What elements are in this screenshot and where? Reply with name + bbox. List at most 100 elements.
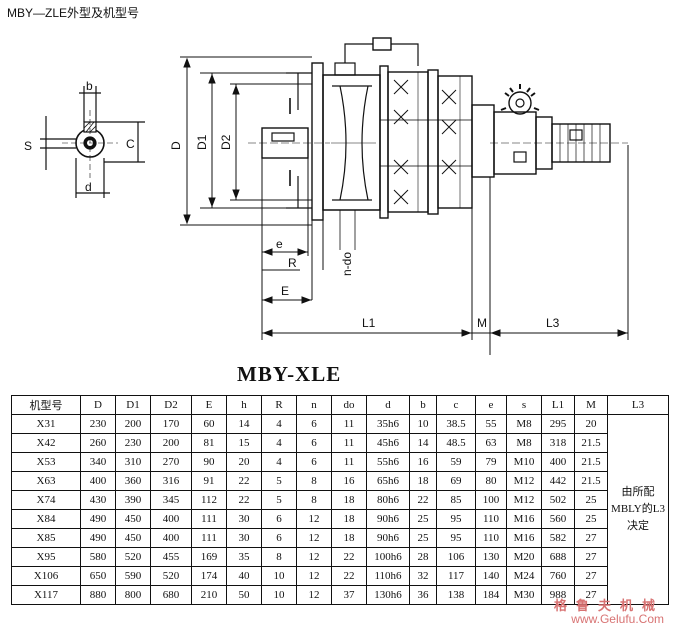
table-cell: X31 <box>11 414 81 434</box>
table-cell: 30 <box>226 528 262 548</box>
table-cell: 14 <box>226 414 262 434</box>
shaft-end-view <box>40 86 145 198</box>
table-cell: 6 <box>261 509 297 529</box>
table-cell: 6 <box>296 414 332 434</box>
table-cell: 38.5 <box>436 414 476 434</box>
table-cell: 400 <box>541 452 575 472</box>
table-cell: 490 <box>80 528 116 548</box>
table-cell: 12 <box>296 547 332 567</box>
table-cell: 27 <box>574 528 608 548</box>
table-cell: 18 <box>331 490 367 510</box>
table-cell: 95 <box>436 509 476 529</box>
label-R: R <box>288 256 297 270</box>
table-cell: X53 <box>11 452 81 472</box>
table-cell: X85 <box>11 528 81 548</box>
table-cell: 11 <box>331 452 367 472</box>
table-cell: X95 <box>11 547 81 567</box>
label-c: C <box>126 137 135 151</box>
table-cell: M8 <box>506 414 542 434</box>
column-header: L1 <box>541 395 575 415</box>
column-header: h <box>226 395 262 415</box>
table-cell: 130h6 <box>366 585 410 605</box>
table-cell: M16 <box>506 528 542 548</box>
label-b: b <box>86 79 93 93</box>
column-header: d <box>366 395 410 415</box>
table-cell: 4 <box>261 414 297 434</box>
table-cell: 10 <box>261 566 297 586</box>
table-cell: 32 <box>409 566 437 586</box>
table-cell: 90h6 <box>366 528 410 548</box>
column-header: e <box>475 395 507 415</box>
wiring-box <box>334 37 419 76</box>
table-cell: 59 <box>436 452 476 472</box>
vertical-dimensions <box>180 56 312 226</box>
table-cell: 8 <box>261 547 297 567</box>
table-cell: 310 <box>115 452 151 472</box>
table-cell: 800 <box>115 585 151 605</box>
table-cell: 45h6 <box>366 433 410 453</box>
table-cell: 455 <box>150 547 192 567</box>
table-cell: 22 <box>409 490 437 510</box>
table-cell: 22 <box>226 490 262 510</box>
table-cell: 25 <box>574 509 608 529</box>
table-cell: 520 <box>115 547 151 567</box>
label-s: S <box>24 139 32 153</box>
table-cell: 6 <box>296 452 332 472</box>
table-cell: 138 <box>436 585 476 605</box>
l3-note: 由所配MBLY的L3决定 <box>607 414 669 605</box>
table-cell: 55 <box>475 414 507 434</box>
table-cell: 55h6 <box>366 452 410 472</box>
table-cell: 174 <box>191 566 227 586</box>
table-cell: 100 <box>475 490 507 510</box>
table-cell: 4 <box>261 452 297 472</box>
column-header: do <box>331 395 367 415</box>
table-cell: 21.5 <box>574 433 608 453</box>
table-cell: 22 <box>331 547 367 567</box>
table-cell: 60 <box>191 414 227 434</box>
table-cell: 15 <box>226 433 262 453</box>
table-cell: 50 <box>226 585 262 605</box>
technical-drawing: b S C d D D1 D2 e R E n-do L1 M L3 <box>24 37 629 355</box>
gearbox-body <box>322 65 495 219</box>
table-cell: M12 <box>506 471 542 491</box>
table-cell: 36 <box>409 585 437 605</box>
table-cell: 130 <box>475 547 507 567</box>
table-cell: 81 <box>191 433 227 453</box>
label-e: e <box>276 237 283 251</box>
table-cell: 295 <box>541 414 575 434</box>
table-cell: 520 <box>150 566 192 586</box>
table-cell: 21.5 <box>574 452 608 472</box>
table-cell: 90 <box>191 452 227 472</box>
table-cell: 35h6 <box>366 414 410 434</box>
table-cell: X42 <box>11 433 81 453</box>
label-L3: L3 <box>546 316 560 330</box>
table-cell: 27 <box>574 585 608 605</box>
table-cell: 48.5 <box>436 433 476 453</box>
table-cell: 85 <box>436 490 476 510</box>
table-cell: 106 <box>436 547 476 567</box>
table-cell: 22 <box>226 471 262 491</box>
table-cell: 5 <box>261 471 297 491</box>
table-cell: 6 <box>296 433 332 453</box>
table-cell: 40 <box>226 566 262 586</box>
motor-assembly <box>490 84 628 175</box>
column-header: D <box>80 395 116 415</box>
column-header: L3 <box>607 395 669 415</box>
column-header: D2 <box>150 395 192 415</box>
table-cell: 35 <box>226 547 262 567</box>
table-cell: 18 <box>331 528 367 548</box>
table-cell: X74 <box>11 490 81 510</box>
table-cell: M24 <box>506 566 542 586</box>
table-cell: 650 <box>80 566 116 586</box>
table-cell: 95 <box>436 528 476 548</box>
table-cell: M8 <box>506 433 542 453</box>
column-header: R <box>261 395 297 415</box>
table-cell: 316 <box>150 471 192 491</box>
table-cell: 442 <box>541 471 575 491</box>
